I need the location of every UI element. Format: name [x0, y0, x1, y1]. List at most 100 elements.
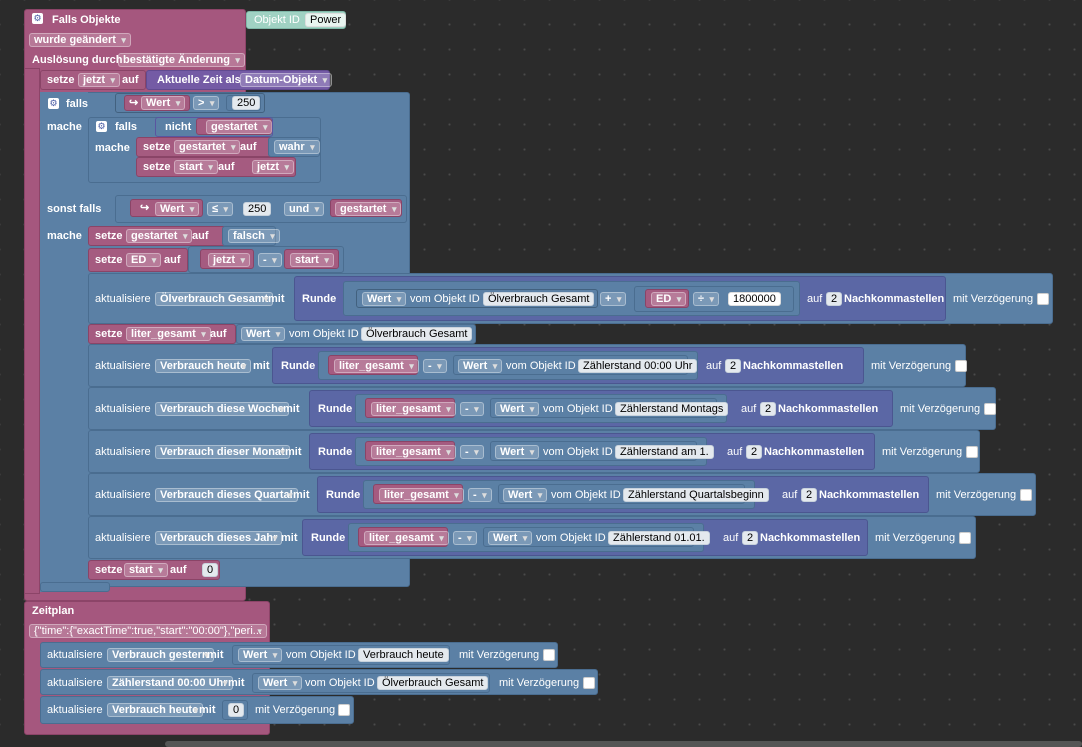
wert-dropdown[interactable]: Wert — [495, 402, 540, 416]
delay-checkbox[interactable] — [543, 649, 555, 661]
var-dropdown[interactable]: gestartet — [126, 229, 193, 243]
object-dropdown[interactable]: Ölverbrauch Gesamt — [155, 292, 274, 306]
decimals-field[interactable]: 2 — [746, 445, 763, 459]
horizontal-scrollbar[interactable] — [165, 741, 1082, 747]
source-field[interactable]: Zählerstand 00:00 Uhr — [578, 359, 698, 373]
liter-dropdown[interactable]: liter_gesamt — [371, 445, 456, 459]
delay-checkbox[interactable] — [583, 677, 595, 689]
object-dropdown[interactable]: Verbrauch heute — [155, 359, 252, 373]
delay-checkbox[interactable] — [1037, 293, 1049, 305]
minus-dropdown[interactable]: - — [460, 402, 484, 416]
bool-dropdown[interactable]: wahr — [274, 140, 320, 154]
liter-dropdown[interactable]: liter_gesamt — [364, 531, 449, 545]
und-dropdown[interactable]: und — [284, 202, 325, 216]
bool-dropdown[interactable]: falsch — [228, 229, 280, 243]
auf-label: auf — [741, 403, 757, 415]
source-field[interactable]: Verbrauch heute — [358, 648, 449, 662]
jetzt-dropdown[interactable]: jetzt — [252, 160, 294, 174]
operator-dropdown[interactable]: ≤ — [207, 202, 234, 216]
decimals-field[interactable]: 2 — [826, 292, 843, 306]
plus-dropdown[interactable]: + — [600, 292, 627, 306]
aktualisiere-label: aktualisiere — [47, 704, 103, 716]
trigger-dropdown[interactable]: bestätigte Änderung — [118, 53, 245, 67]
gear-icon[interactable]: ⚙ — [96, 121, 107, 132]
object-dropdown[interactable]: Verbrauch gestern — [107, 648, 214, 662]
delay-checkbox[interactable] — [966, 446, 978, 458]
divisor-field[interactable]: 1800000 — [728, 292, 781, 306]
wert-dropdown[interactable]: Wert — [458, 359, 503, 373]
source-field[interactable]: Ölverbrauch Gesamt — [377, 676, 489, 690]
aktualisiere-label: aktualisiere — [95, 532, 151, 544]
number-field[interactable]: 250 — [243, 202, 272, 216]
mache-label: mache — [47, 230, 82, 242]
nachkomma-label: Nachkommastellen — [844, 293, 945, 305]
decimals-field[interactable]: 2 — [725, 359, 742, 373]
delay-checkbox[interactable] — [955, 360, 967, 372]
gestartet-dropdown[interactable]: gestartet — [335, 202, 402, 216]
mache-label: mache — [95, 142, 130, 154]
object-dropdown[interactable]: Verbrauch dieser Monat — [155, 445, 290, 459]
wert-dropdown[interactable]: Wert — [238, 648, 283, 662]
aktualisiere-label: aktualisiere — [95, 293, 151, 305]
wert-dropdown[interactable]: Wert — [362, 292, 407, 306]
minus-dropdown[interactable]: - — [453, 531, 477, 545]
gear-icon[interactable]: ⚙ — [48, 98, 59, 109]
number-field[interactable]: 250 — [232, 96, 261, 110]
wert-dropdown[interactable]: Wert — [495, 445, 540, 459]
auf-label: auf — [192, 230, 209, 242]
source-field[interactable]: Ölverbrauch Gesamt — [361, 327, 473, 341]
schedule-config-field[interactable]: {"time":{"exactTime":true,"start":"00:00… — [29, 624, 267, 638]
object-dropdown[interactable]: Verbrauch dieses Jahr — [155, 531, 283, 545]
delay-checkbox[interactable] — [984, 403, 996, 415]
source-field[interactable]: Zählerstand am 1. — [615, 445, 714, 459]
wert-dropdown[interactable]: Wert — [155, 202, 200, 216]
object-id-value[interactable]: Power — [305, 13, 347, 27]
var-dropdown[interactable]: gestartet — [174, 140, 241, 154]
delay-checkbox[interactable] — [1020, 489, 1032, 501]
minus-dropdown[interactable]: - — [460, 445, 484, 459]
verzoegerung-label: mit Verzögerung — [936, 489, 1017, 501]
number-field[interactable]: 0 — [228, 703, 245, 717]
source-field[interactable]: Ölverbrauch Gesamt — [483, 292, 595, 306]
wert-dropdown[interactable]: Wert — [488, 531, 533, 545]
minus-dropdown[interactable]: - — [468, 488, 492, 502]
start-dropdown[interactable]: start — [290, 253, 334, 267]
liter-dropdown[interactable]: liter_gesamt — [371, 402, 456, 416]
wert-dropdown[interactable]: Wert — [258, 676, 303, 690]
var-dropdown[interactable]: start — [174, 160, 218, 174]
number-field[interactable]: 0 — [202, 563, 219, 577]
jetzt-dropdown[interactable]: jetzt — [208, 253, 250, 267]
time-format-dropdown[interactable]: Datum-Objekt — [240, 73, 333, 87]
var-dropdown[interactable]: liter_gesamt — [126, 327, 211, 341]
gear-icon[interactable]: ⚙ — [32, 13, 43, 24]
delay-checkbox[interactable] — [338, 704, 350, 716]
minus-dropdown[interactable]: - — [258, 253, 282, 267]
source-field[interactable]: Zählerstand Quartalsbeginn — [623, 488, 769, 502]
liter-dropdown[interactable]: liter_gesamt — [334, 359, 419, 373]
falls-label: falls — [115, 121, 138, 133]
object-dropdown[interactable]: Zählerstand 00:00 Uhr — [107, 676, 233, 690]
decimals-field[interactable]: 2 — [742, 531, 759, 545]
changed-dropdown[interactable]: wurde geändert — [29, 33, 131, 47]
var-dropdown[interactable]: jetzt — [78, 73, 120, 87]
ed-dropdown[interactable]: ED — [651, 292, 687, 306]
delay-checkbox[interactable] — [959, 532, 971, 544]
source-field[interactable]: Zählerstand Montags — [615, 402, 729, 416]
decimals-field[interactable]: 2 — [801, 488, 818, 502]
liter-dropdown[interactable]: liter_gesamt — [379, 488, 464, 502]
source-field[interactable]: Zählerstand 01.01. — [608, 531, 710, 545]
gestartet-dropdown[interactable]: gestartet — [206, 120, 273, 134]
operator-dropdown[interactable]: > — [193, 96, 220, 110]
wert-dropdown[interactable]: Wert — [241, 327, 286, 341]
var-dropdown[interactable]: ED — [126, 253, 162, 267]
object-dropdown[interactable]: Verbrauch diese Woche — [155, 402, 289, 416]
minus-dropdown[interactable]: - — [423, 359, 447, 373]
wert-dropdown[interactable]: Wert — [141, 96, 186, 110]
object-dropdown[interactable]: Verbrauch heute — [107, 703, 204, 717]
var-dropdown[interactable]: start — [124, 563, 168, 577]
wert-dropdown[interactable]: Wert — [503, 488, 548, 502]
decimals-field[interactable]: 2 — [760, 402, 777, 416]
divide-dropdown[interactable]: ÷ — [693, 292, 720, 306]
object-dropdown[interactable]: Verbrauch dieses Quartal — [155, 488, 298, 502]
aktualisiere-label: aktualisiere — [95, 446, 151, 458]
